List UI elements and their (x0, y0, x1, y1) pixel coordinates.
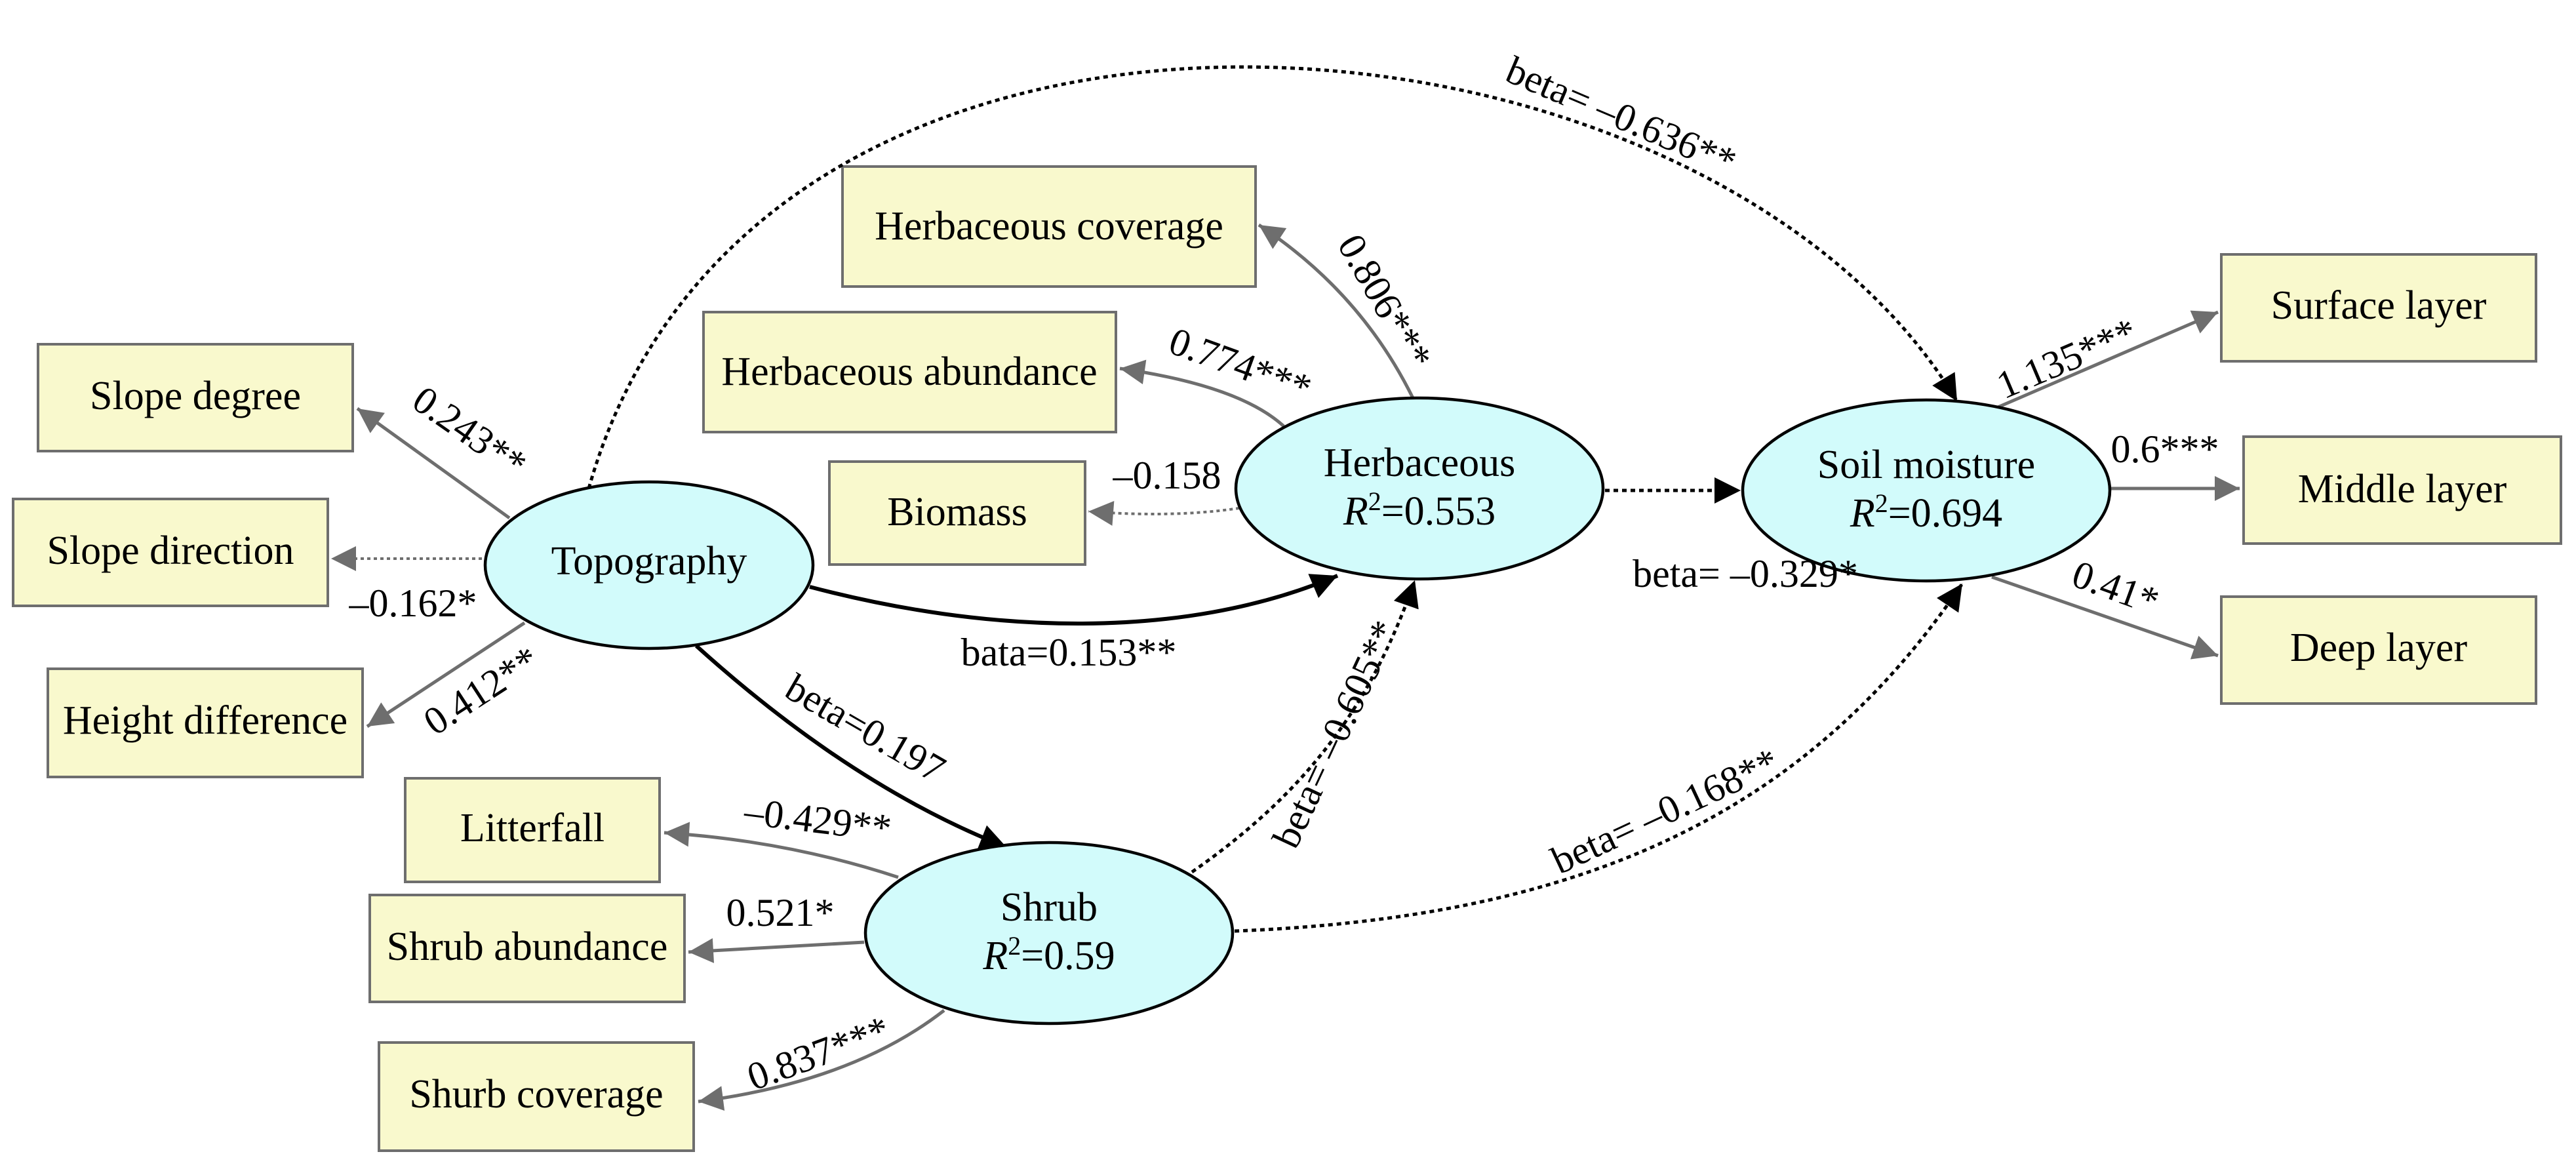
label-height-difference: 0.412** (416, 637, 546, 744)
label-slope-direction: –0.162* (349, 582, 477, 625)
label-deep-layer: 0.41* (2067, 552, 2164, 623)
indicator-herbaceous-abundance: Herbaceous abundance (702, 311, 1117, 433)
herbaceous-coverage-label: Herbaceous coverage (875, 204, 1223, 249)
arrow-shrub-to-abundance (688, 938, 865, 963)
indicator-height-difference: Height difference (47, 667, 364, 778)
indicator-herbaceous-coverage: Herbaceous coverage (841, 165, 1257, 288)
arrow-topography-to-slope-degree (356, 407, 511, 520)
deep-layer-label: Deep layer (2290, 626, 2468, 670)
label-topography-to-herbaceous: bata=0.153** (961, 631, 1177, 674)
arrow-shrub-to-coverage (698, 1009, 945, 1111)
label-litterfall: –0.429** (742, 789, 894, 850)
herbaceous-label: Herbaceous (1324, 441, 1516, 485)
middle-layer-label: Middle layer (2298, 467, 2507, 511)
label-topography-to-soil: beta= –0.636** (1500, 48, 1743, 184)
indicator-middle-layer: Middle layer (2242, 435, 2562, 545)
herbaceous-r2: R2=0.553 (1343, 487, 1496, 534)
arrow-shrub-to-herbaceous (1191, 580, 1419, 874)
label-shrub-to-soil: beta= –0.168** (1545, 740, 1785, 883)
label-slope-degree: 0.243** (405, 378, 535, 487)
latent-topography: Topography (483, 480, 815, 650)
arrow-herbaceous-to-coverage (1258, 223, 1415, 399)
label-herbaceous-to-soil: beta= –0.329* (1633, 552, 1858, 595)
label-shrub-to-herbaceous: beta= –0.605** (1264, 614, 1407, 854)
topography-label: Topography (551, 539, 747, 584)
label-shurb-coverage: 0.837*** (742, 1008, 895, 1099)
arrow-soil-to-deep (1991, 575, 2219, 660)
slope-degree-label: Slope degree (90, 374, 301, 418)
soil-moisture-r2: R2=0.694 (1850, 488, 2002, 536)
slope-direction-label: Slope direction (47, 528, 294, 573)
arrow-topography-to-shrub (694, 644, 1008, 850)
indicator-biomass: Biomass (828, 460, 1086, 566)
shrub-abundance-label: Shrub abundance (387, 924, 668, 969)
latent-shrub: Shrub R2=0.59 (863, 841, 1235, 1025)
label-surface-layer: 1.135*** (1991, 309, 2143, 407)
arrow-herbaceous-to-abundance (1119, 359, 1285, 427)
biomass-label: Biomass (887, 490, 1027, 534)
latent-soil-moisture: Soil moisture R2=0.694 (1741, 398, 2112, 583)
shrub-r2: R2=0.59 (982, 931, 1115, 978)
shurb-coverage-label: Shurb coverage (409, 1072, 663, 1117)
arrow-shrub-to-soil (1234, 582, 1964, 933)
indicator-shurb-coverage: Shurb coverage (378, 1041, 695, 1152)
label-biomass: –0.158 (1113, 454, 1221, 497)
label-herb-abundance: 0.774*** (1164, 319, 1317, 410)
litterfall-label: Litterfall (460, 806, 604, 850)
herbaceous-abundance-label: Herbaceous abundance (721, 349, 1097, 394)
arrow-soil-to-surface (1996, 310, 2219, 410)
arrow-shrub-to-litterfall (664, 822, 899, 879)
arrow-herbaceous-to-biomass (1088, 500, 1240, 526)
label-middle-layer: 0.6*** (2111, 427, 2219, 471)
height-difference-label: Height difference (63, 698, 347, 743)
surface-layer-label: Surface layer (2271, 283, 2487, 328)
arrow-topography-to-soil (587, 65, 1959, 489)
shrub-label: Shrub (1001, 885, 1098, 930)
soil-moisture-label: Soil moisture (1817, 443, 2035, 487)
indicator-slope-degree: Slope degree (37, 343, 354, 452)
indicator-slope-direction: Slope direction (12, 498, 329, 607)
label-shrub-abundance: 0.521* (726, 891, 835, 934)
indicator-surface-layer: Surface layer (2220, 253, 2537, 363)
arrow-topography-to-height-difference (366, 621, 526, 728)
arrow-topography-to-herbaceous (809, 574, 1339, 626)
indicator-deep-layer: Deep layer (2220, 595, 2537, 705)
indicator-litterfall: Litterfall (404, 777, 661, 883)
latent-herbaceous: Herbaceous R2=0.553 (1234, 396, 1605, 581)
indicator-shrub-abundance: Shrub abundance (368, 894, 686, 1003)
label-topography-to-shrub: beta=0.197 (778, 666, 953, 791)
